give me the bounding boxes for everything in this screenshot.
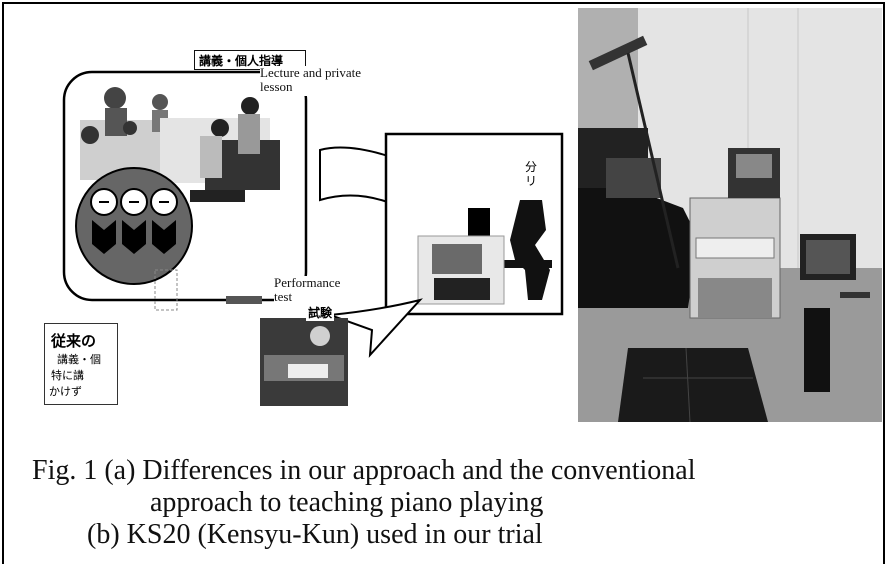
right-side-jp: 分 リ: [525, 160, 537, 188]
bench-photo: [618, 348, 768, 422]
panel-a-diagram: 講義・個人指導 Lecture and private lesson Perfo…: [20, 30, 580, 430]
panel-b-photo: [578, 8, 882, 423]
ks20-room-photo: [578, 8, 882, 423]
panel-a-artwork: [62, 70, 564, 406]
lecture-title-jp: 講義・個人指導: [194, 50, 306, 70]
performance-label: Performance test: [274, 276, 358, 306]
figure-caption-line3: (b) KS20 (Kensyu-Kun) used in our trial: [87, 519, 543, 550]
teacher-figure: [104, 87, 126, 109]
conventional-title-jp: 従来の: [51, 332, 97, 350]
conventional-line: 特に講: [51, 369, 84, 382]
lecture-label: Lecture and private lesson: [260, 66, 378, 96]
conventional-line: 講義・個: [57, 353, 101, 366]
figure-caption-line1: Fig. 1 (a) Differences in our approach a…: [32, 455, 696, 486]
conventional-line: かけず: [49, 385, 82, 398]
performance-bubble-arrow: [329, 298, 423, 358]
dashed-connector: [154, 269, 178, 311]
performance-title-jp: 試験: [306, 304, 335, 321]
right-jp-line: リ: [525, 174, 538, 188]
right-jp-line: 分: [525, 160, 538, 174]
conventional-box: 従来の 講義・個 特に講 かけず: [44, 323, 118, 405]
mic-stand: [626, 52, 680, 269]
figure-caption-line2: approach to teaching piano playing: [150, 487, 544, 518]
pianist-silhouette: [510, 200, 550, 300]
piano-photo: [578, 168, 698, 308]
